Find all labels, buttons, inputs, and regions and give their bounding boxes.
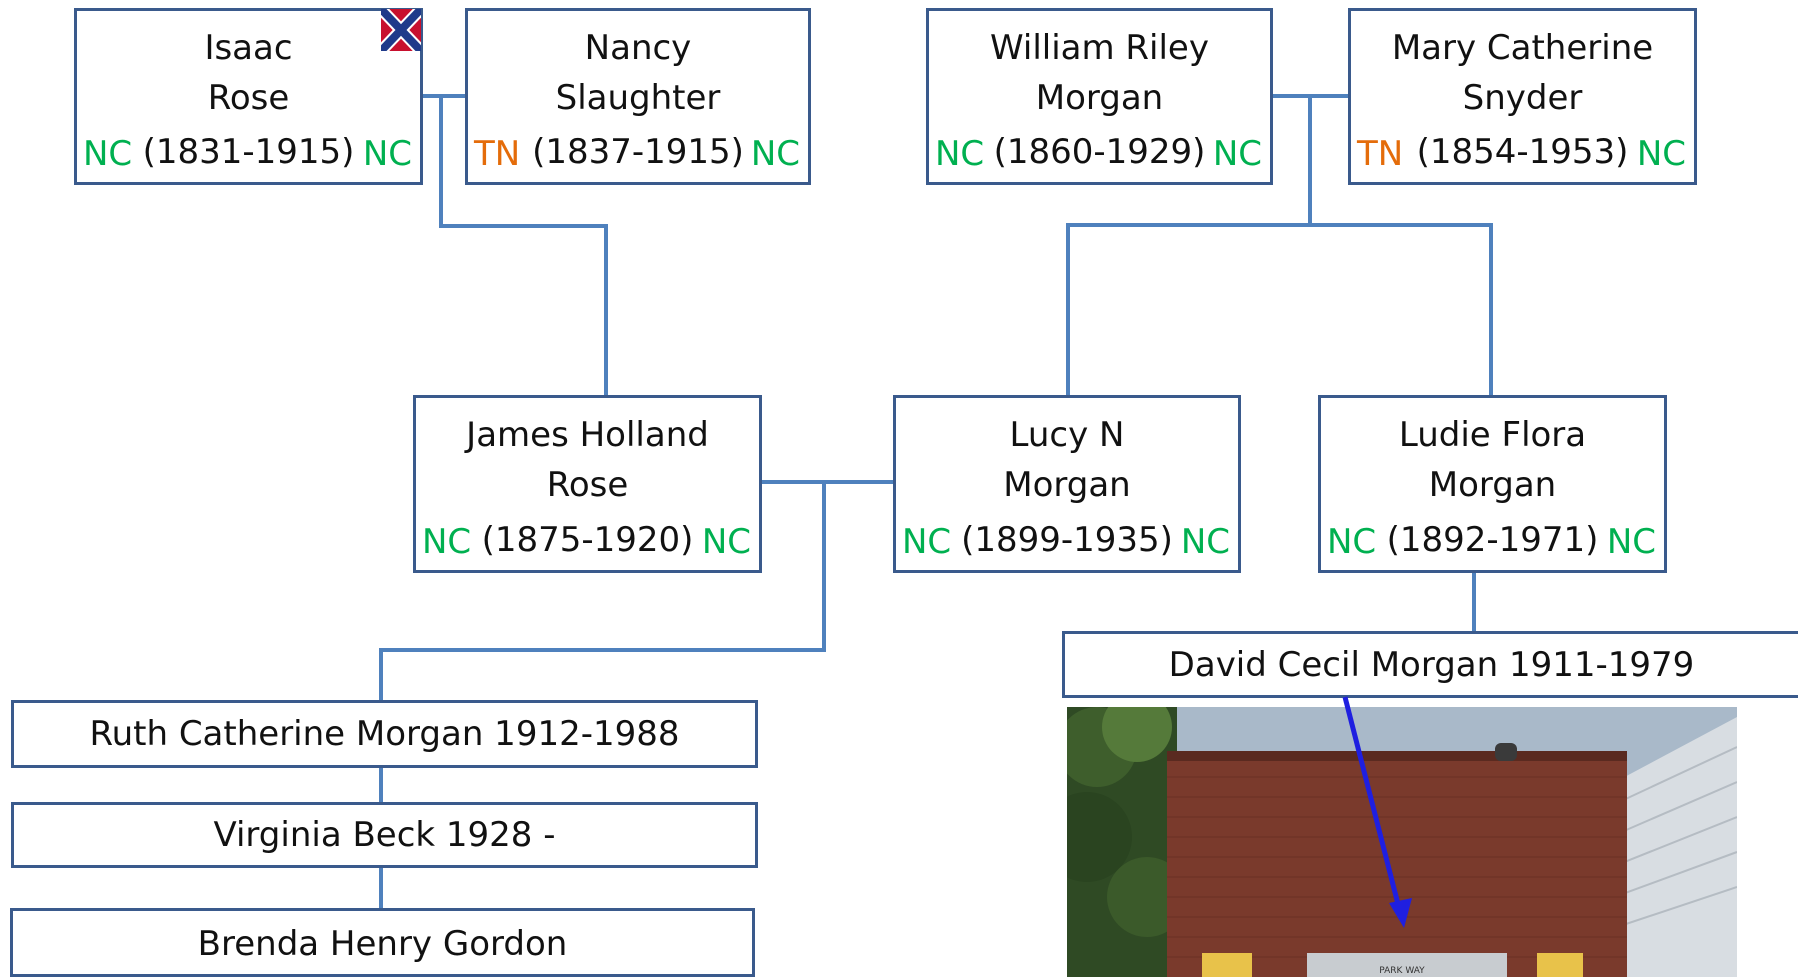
connector-morgan-to-ludie [1489, 223, 1493, 395]
birth-state: NC [422, 522, 472, 562]
connector-rose-across [439, 224, 607, 228]
connector-ludie-david [1472, 572, 1476, 632]
connector-to-ruth [379, 648, 383, 701]
connector-morgan-across [1066, 223, 1492, 227]
connector-ruth-virginia [379, 767, 383, 802]
birth-state: NC [1327, 522, 1377, 562]
death-state: NC [1636, 134, 1686, 174]
building-photo: PARK WAY [1067, 707, 1737, 977]
person-ruth-catherine-morgan: Ruth Catherine Morgan 1912-1988 [11, 700, 758, 768]
death-state: NC [701, 522, 751, 562]
life-years: (1892-1971) [1386, 520, 1599, 560]
connector-isaac-nancy [423, 94, 465, 98]
connector-couple-down [822, 482, 826, 650]
connector-virginia-brenda [379, 867, 383, 909]
birth-state: NC [935, 134, 985, 174]
person-virginia-beck: Virginia Beck 1928 - [11, 802, 758, 868]
birth-state: TN [1357, 134, 1404, 174]
life-years: (1860-1929) [993, 132, 1206, 172]
birth-state: NC [902, 522, 952, 562]
birth-state: NC [83, 134, 133, 174]
connector-rose-down [439, 96, 443, 227]
photo-sign-text: PARK WAY [1379, 966, 1425, 976]
death-state: NC [1180, 522, 1230, 562]
death-state: NC [362, 134, 412, 174]
confederate-flag-icon [381, 9, 421, 51]
person-david-cecil-morgan: David Cecil Morgan 1911-1979 [1062, 631, 1798, 698]
life-years: (1831-1915) [142, 132, 355, 172]
death-state: NC [750, 134, 800, 174]
life-years: (1854-1953) [1416, 132, 1629, 172]
connector-james-lucy [761, 480, 894, 484]
death-state: NC [1606, 522, 1656, 562]
connector-couple-across [379, 648, 826, 652]
connector-morgan-down [1308, 96, 1312, 226]
life-years: (1837-1915) [532, 132, 744, 172]
birth-state: TN [474, 134, 521, 174]
life-years: (1899-1935) [961, 520, 1173, 560]
building-photo-image: PARK WAY [1067, 707, 1737, 977]
connector-morgan-to-lucy [1066, 223, 1070, 395]
connector-rose-to-james [604, 224, 608, 395]
person-brenda-henry-gordon: Brenda Henry Gordon [10, 908, 755, 977]
connector-william-mary [1273, 94, 1351, 98]
life-years: (1875-1920) [481, 520, 694, 560]
death-state: NC [1212, 134, 1262, 174]
